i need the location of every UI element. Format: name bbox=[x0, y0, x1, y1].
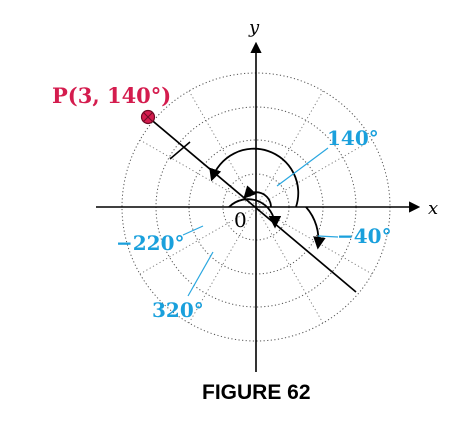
terminal-line bbox=[147, 116, 357, 293]
x-axis-label: x bbox=[428, 198, 438, 219]
leader-140 bbox=[276, 147, 329, 187]
y-axis-label: y bbox=[248, 17, 260, 38]
radius-tick bbox=[169, 141, 191, 160]
angle-arc-320 bbox=[209, 147, 300, 208]
angle-label-140: 140° bbox=[327, 126, 379, 150]
figure-caption: FIGURE 62 bbox=[202, 381, 311, 404]
angle-arc-minus220 bbox=[228, 198, 282, 229]
point-p bbox=[140, 109, 156, 125]
angle-label-minus40: −40° bbox=[337, 224, 392, 248]
grid-ray-300 bbox=[255, 206, 324, 324]
angle-label-320: 320° bbox=[152, 298, 204, 322]
angle-arc-140 bbox=[243, 185, 272, 208]
origin-label: 0 bbox=[234, 208, 247, 232]
leader-320 bbox=[187, 251, 214, 297]
angle-arc-minus40 bbox=[305, 206, 326, 250]
point-p-label: P(3, 140°) bbox=[52, 83, 171, 108]
leader-minus40 bbox=[317, 235, 339, 238]
angle-label-minus220: −220° bbox=[116, 231, 185, 255]
leader-minus220 bbox=[182, 225, 204, 236]
